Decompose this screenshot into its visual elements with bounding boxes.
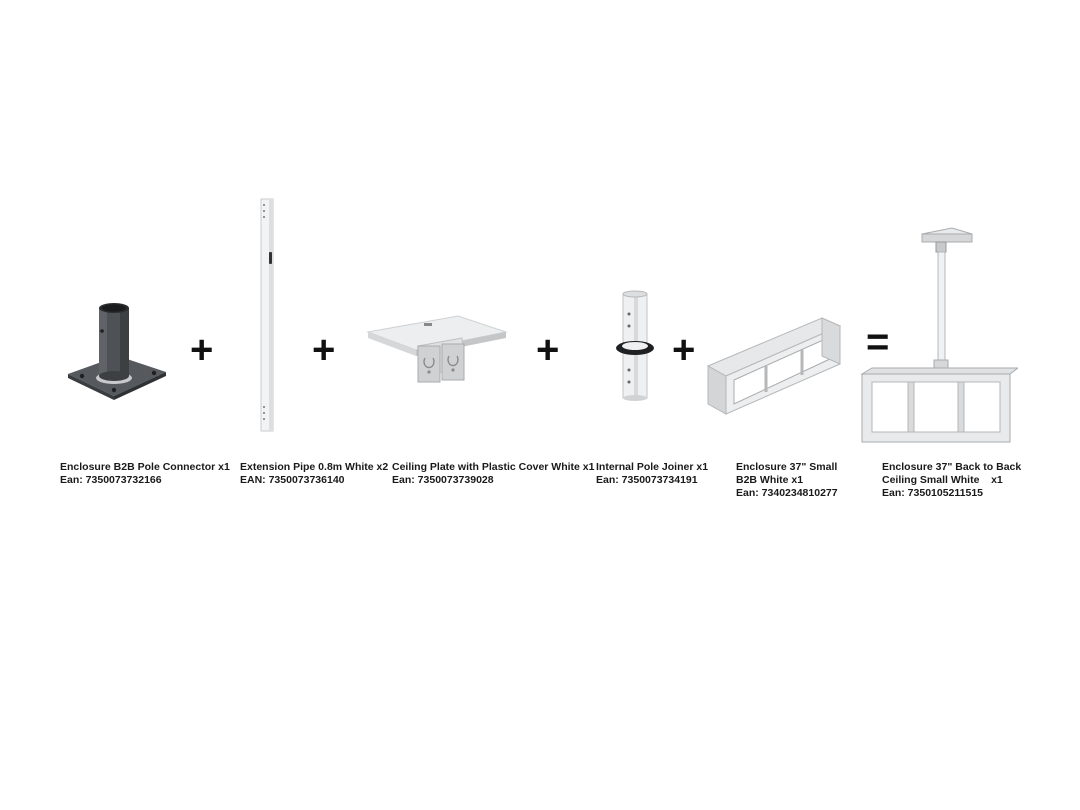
result-ean: Ean: 7350105211515: [882, 487, 984, 499]
result-name-line2: Ceiling Small White x1: [882, 474, 1003, 486]
product-name-line2: B2B White x1: [736, 474, 804, 486]
product-name: Enclosure B2B Pole Connector x1: [60, 461, 230, 473]
product-ean: Ean: 7350073734191: [596, 474, 698, 486]
caption-pole-connector: Enclosure B2B Pole Connector x1 Ean: 735…: [60, 461, 230, 487]
product-name: Ceiling Plate with Plastic Cover White x…: [392, 461, 595, 473]
result-name-line1: Enclosure 37" Back to Back: [882, 461, 1022, 473]
ceiling-plate-icon: [366, 315, 508, 383]
caption-enclosure-frame: Enclosure 37" Small B2B White x1 Ean: 73…: [736, 461, 838, 500]
product-name: Extension Pipe 0.8m White x2: [240, 461, 389, 473]
product-name: Internal Pole Joiner x1: [596, 461, 709, 473]
plus-operator: +: [190, 328, 214, 372]
equals-operator: =: [866, 320, 890, 364]
extension-pipe-icon: [260, 198, 274, 432]
pole-joiner-icon: [616, 290, 654, 401]
ceiling-enclosure-assembly-icon: [860, 227, 1018, 443]
product-ean: EAN: 7350073736140: [240, 474, 345, 486]
product-name-line1: Enclosure 37" Small: [736, 461, 838, 473]
caption-result: Enclosure 37" Back to Back Ceiling Small…: [882, 461, 1021, 500]
product-ean: Ean: 7350073739028: [392, 474, 494, 486]
product-ean: Ean: 7340234810277: [736, 487, 838, 499]
enclosure-frame-icon: [706, 317, 842, 415]
plus-operator: +: [672, 328, 696, 372]
caption-pole-joiner: Internal Pole Joiner x1 Ean: 73500737341…: [596, 461, 708, 487]
plus-operator: +: [536, 328, 560, 372]
caption-extension-pipe: Extension Pipe 0.8m White x2 EAN: 735007…: [240, 461, 388, 487]
caption-ceiling-plate: Ceiling Plate with Plastic Cover White x…: [392, 461, 594, 487]
pole-connector-icon: [68, 303, 166, 400]
plus-operator: +: [312, 328, 336, 372]
product-ean: Ean: 7350073732166: [60, 474, 162, 486]
